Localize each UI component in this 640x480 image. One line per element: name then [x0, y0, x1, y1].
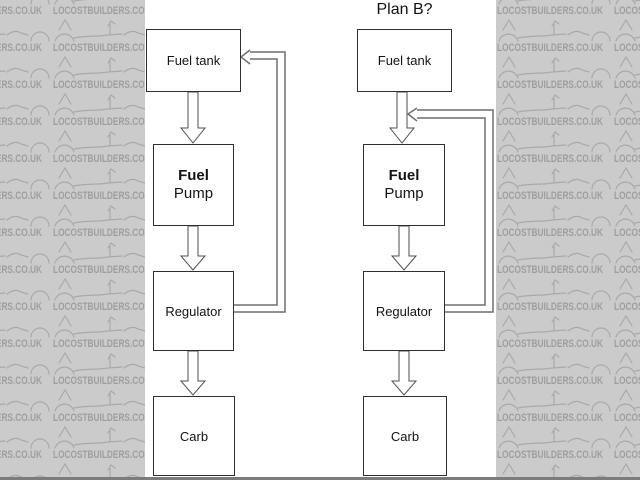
node-label-line1: Fuel: [178, 167, 209, 184]
return-pipe-left: [234, 49, 286, 313]
watermark-pattern-right: LOCOSTBUILDERS.CO.UK: [496, 0, 640, 480]
node-regulator-right: Regulator: [363, 271, 445, 351]
node-label-line2: Pump: [173, 185, 214, 202]
node-carb-left: Carb: [153, 396, 235, 476]
node-regulator-left: Regulator: [153, 271, 234, 351]
node-label: Fuel tank: [166, 53, 221, 68]
node-fuel-tank-right: Fuel tank: [357, 29, 452, 92]
node-label-line2: Pump: [384, 185, 424, 202]
arrow-tank-to-pump-left: [179, 91, 207, 144]
node-carb-right: Carb: [363, 396, 447, 476]
node-fuel-tank-left: Fuel tank: [146, 29, 241, 92]
node-label: Regulator: [165, 303, 222, 319]
node-label: Carb: [179, 428, 209, 444]
bottom-border-bar: [0, 477, 640, 480]
node-fuel-pump-right: Fuel Pump: [363, 144, 445, 226]
arrow-regulator-to-carb-left: [179, 350, 207, 396]
node-label: Fuel tank: [377, 53, 432, 68]
arrow-regulator-to-carb-right: [390, 350, 418, 396]
node-label-line1: Fuel: [388, 167, 420, 184]
plan-b-title: Plan B?: [376, 1, 433, 18]
node-label: Regulator: [375, 303, 433, 319]
node-fuel-pump-left: Fuel Pump: [153, 144, 234, 226]
watermark-strip-right: LOCOSTBUILDERS.CO.UK: [496, 0, 640, 480]
watermark-pattern-left: LOCOSTBUILDERS.CO.UK: [0, 0, 145, 480]
node-label: Carb: [390, 428, 420, 444]
return-arrowhead-right: [406, 107, 418, 122]
watermark-strip-left: LOCOSTBUILDERS.CO.UK: [0, 0, 145, 480]
return-arrowhead-left: [239, 49, 251, 65]
arrow-pump-to-regulator-left: [179, 225, 207, 271]
arrow-pump-to-regulator-right: [390, 225, 418, 271]
arrow-tank-to-pump-right: [388, 91, 416, 144]
